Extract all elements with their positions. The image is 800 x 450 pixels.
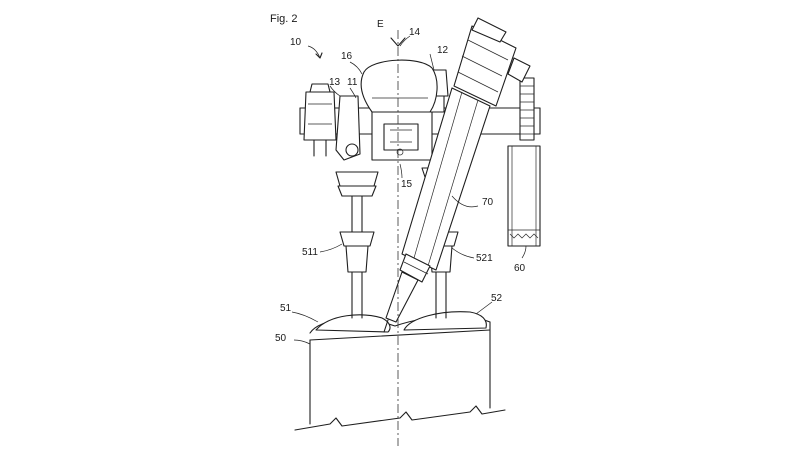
coil-cap <box>360 59 438 113</box>
label-axis-e: E <box>377 19 384 30</box>
label-52: 52 <box>491 293 503 304</box>
label-12: 12 <box>437 45 449 56</box>
fuel-injector <box>383 17 531 333</box>
cylinder-block <box>294 315 506 431</box>
cam-gear <box>507 77 541 247</box>
leader-lines <box>291 35 527 345</box>
label-10: 10 <box>290 37 302 48</box>
centre-axis <box>390 30 406 446</box>
valve-heads <box>315 311 487 333</box>
label-521: 521 <box>476 253 493 264</box>
label-70: 70 <box>482 197 494 208</box>
label-11: 11 <box>347 77 358 88</box>
label-13: 13 <box>329 77 341 88</box>
label-50: 50 <box>275 333 287 344</box>
intake-valve <box>335 171 379 319</box>
label-60: 60 <box>514 263 526 274</box>
label-14: 14 <box>409 27 421 38</box>
label-15: 15 <box>401 179 413 190</box>
label-51: 51 <box>280 303 292 314</box>
label-16: 16 <box>341 51 353 62</box>
figure-title: Fig. 2 <box>270 13 298 25</box>
label-511: 511 <box>302 247 318 258</box>
